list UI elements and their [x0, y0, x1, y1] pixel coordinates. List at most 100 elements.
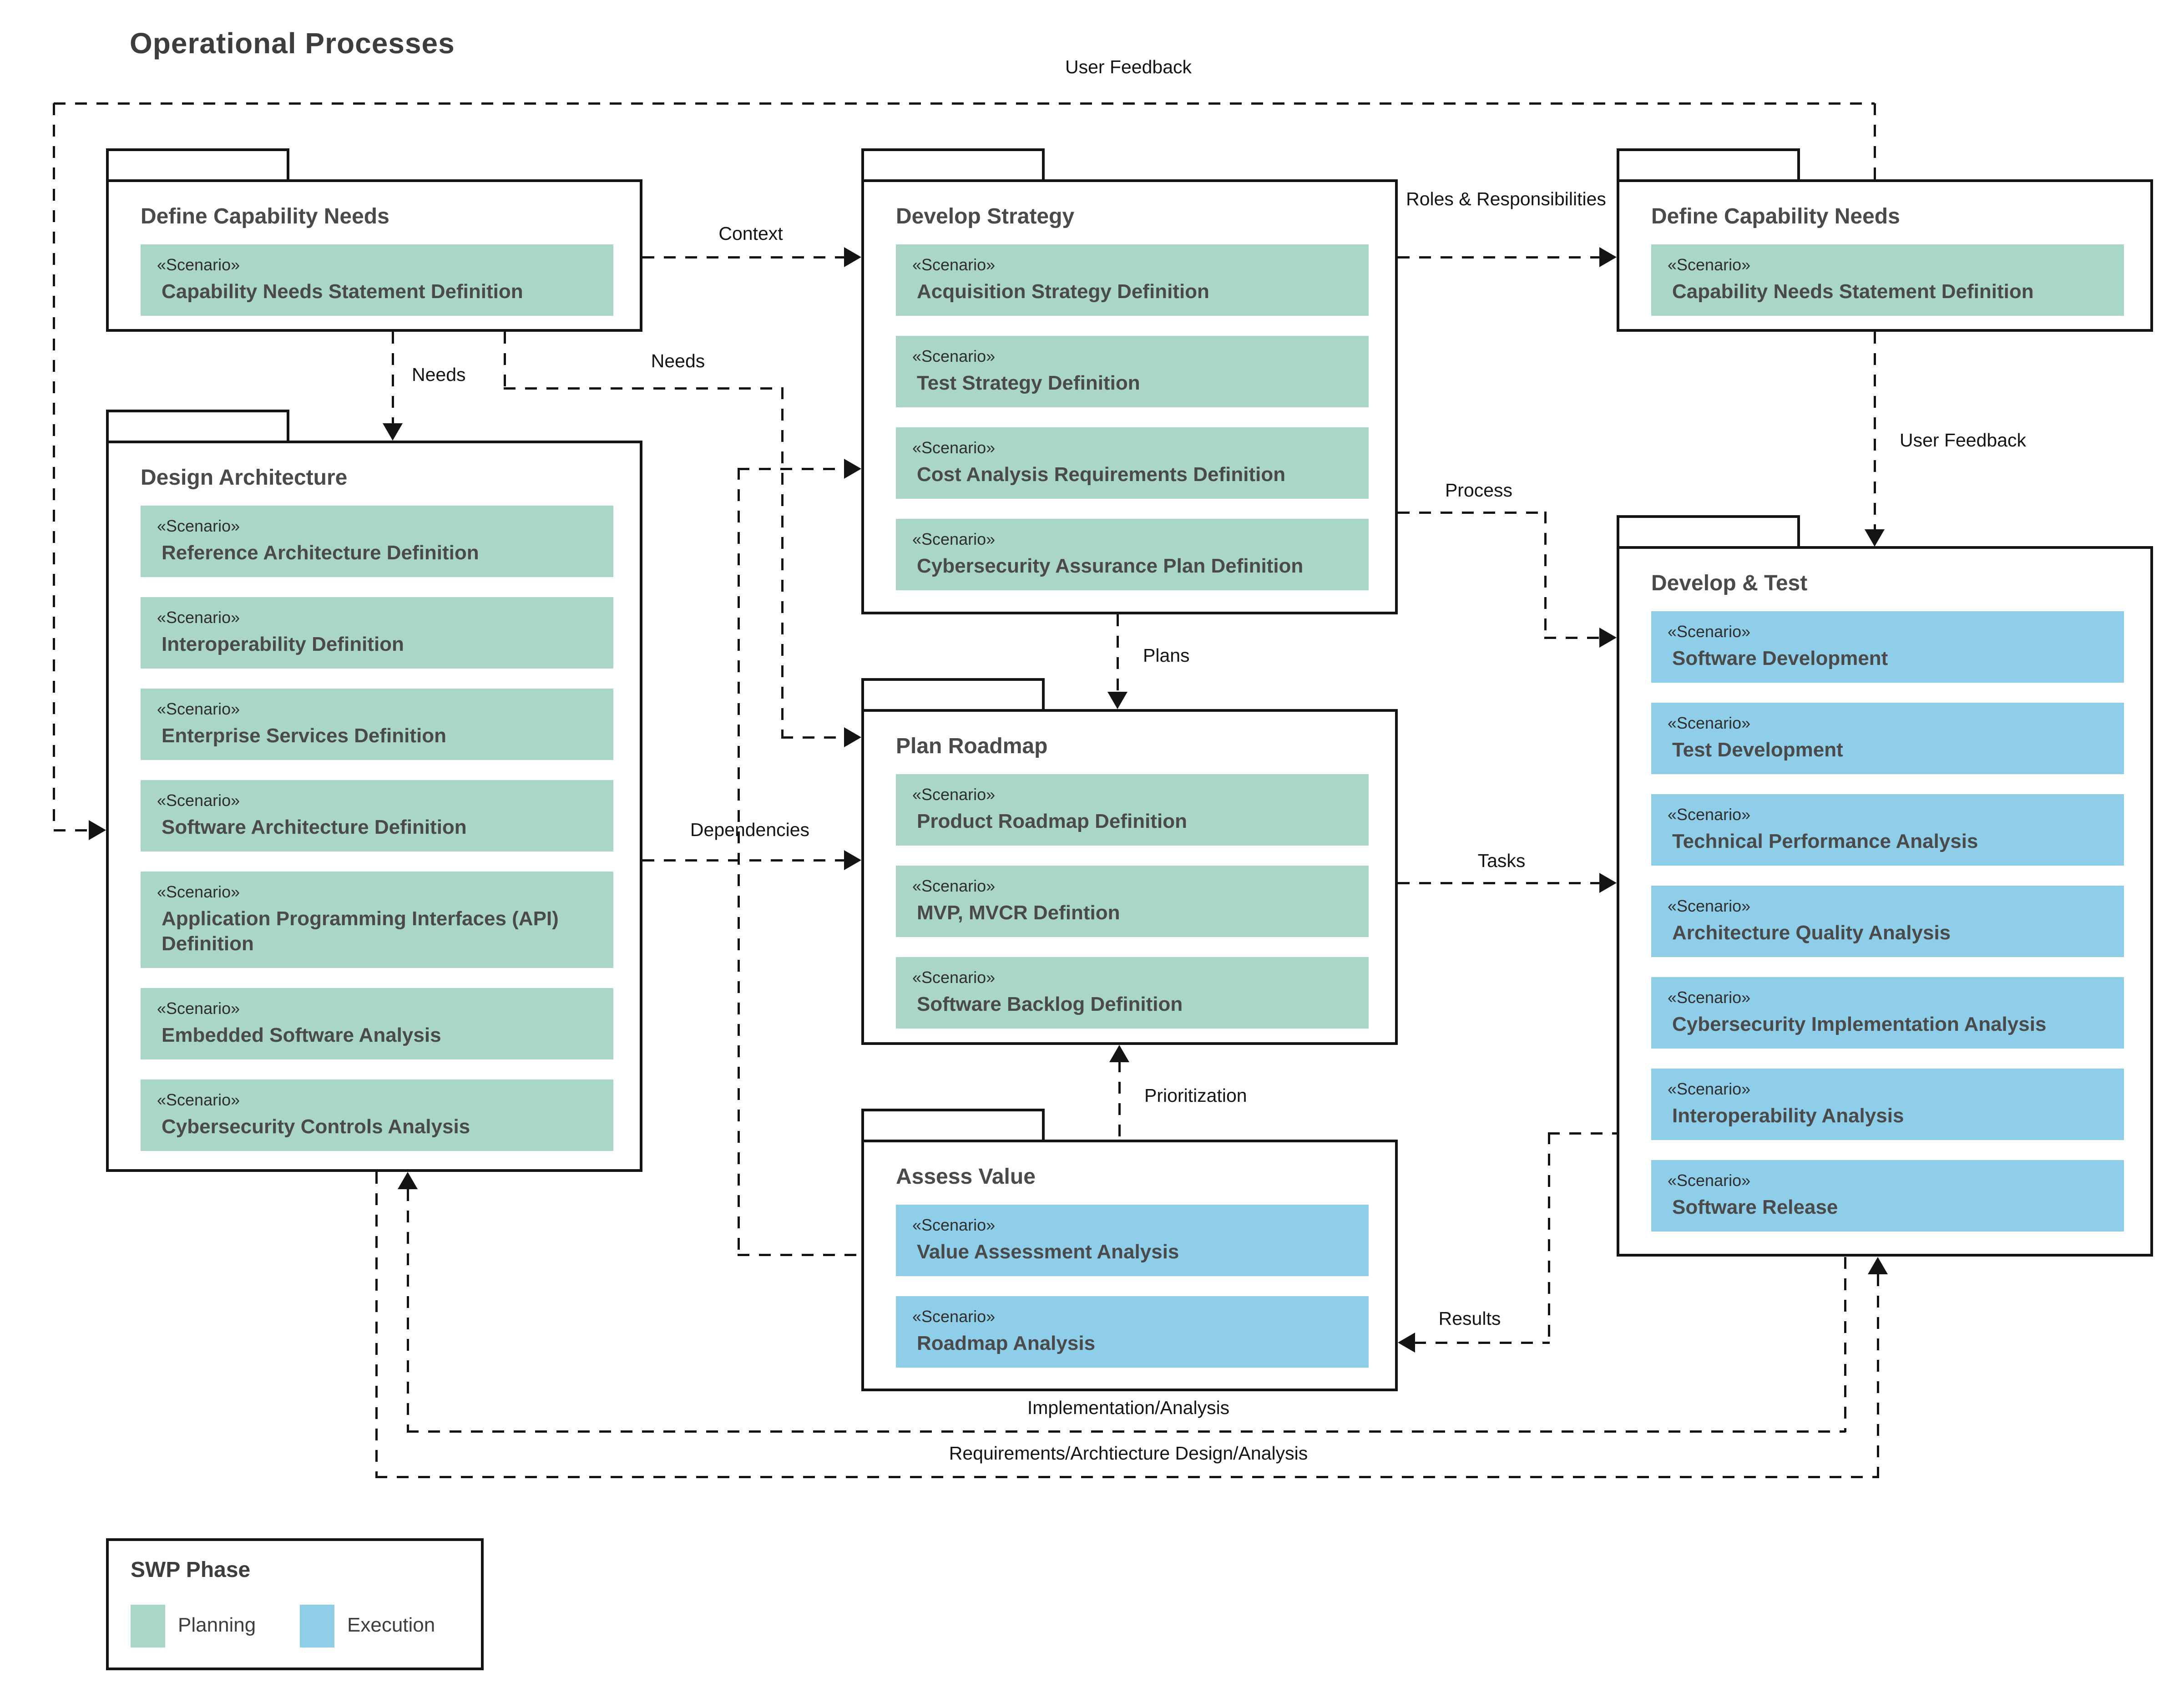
arrowhead [89, 820, 106, 840]
edge-assess-to-strategy-segment [738, 468, 740, 1255]
edge-process-segment [1544, 512, 1547, 638]
stereotype-label: «Scenario» [1668, 988, 1751, 1007]
stereotype-label: «Scenario» [912, 785, 996, 804]
package-design-architecture: Design Architecture «Scenario» Reference… [106, 410, 642, 1172]
edge-user-feedback-top-segment [53, 103, 55, 830]
package-body: Plan Roadmap «Scenario» Product Roadmap … [861, 709, 1398, 1045]
scenario-cost-analysis-requirements-definition: «Scenario» Cost Analysis Requirements De… [896, 427, 1369, 499]
scenario-name: Interoperability Analysis [1672, 1105, 1904, 1127]
legend-label-planning: Planning [178, 1614, 256, 1636]
package-body: Define Capability Needs «Scenario» Capab… [106, 179, 642, 332]
package-body: Design Architecture «Scenario» Reference… [106, 441, 642, 1172]
package-define-capability-needs-left: Define Capability Needs «Scenario» Capab… [106, 148, 642, 332]
edge-label-tasks: Tasks [1477, 850, 1526, 871]
stereotype-label: «Scenario» [912, 1216, 996, 1234]
stereotype-label: «Scenario» [912, 530, 996, 548]
edge-implementation-segment [1844, 1257, 1846, 1432]
scenario-name: Cybersecurity Implementation Analysis [1672, 1013, 2047, 1035]
package-title: Develop & Test [1651, 571, 1808, 595]
scenario-reference-architecture-definition: «Scenario» Reference Architecture Defini… [141, 506, 613, 577]
package-develop-and-test: Develop & Test «Scenario» Software Devel… [1617, 515, 2153, 1257]
edge-requirements-segment [375, 1172, 378, 1478]
stereotype-label: «Scenario» [1668, 897, 1751, 915]
arrowhead [1599, 873, 1617, 893]
scenario-enterprise-services-definition: «Scenario» Enterprise Services Definitio… [141, 689, 613, 760]
edge-needs-mid-segment [781, 736, 845, 739]
arrowhead [844, 459, 861, 479]
scenario-name: Test Development [1672, 739, 1843, 761]
package-assess-value: Assess Value «Scenario» Value Assessment… [861, 1109, 1398, 1391]
stereotype-label: «Scenario» [157, 608, 240, 627]
edge-requirements-segment [375, 1476, 1879, 1478]
arrowhead [1599, 628, 1617, 648]
scenario-name: MVP, MVCR Defintion [917, 902, 1120, 924]
edge-user-feedback-top-segment [1874, 103, 1876, 179]
edge-tasks-segment [1398, 882, 1600, 884]
scenario-cybersecurity-controls-analysis: «Scenario» Cybersecurity Controls Analys… [141, 1080, 613, 1151]
arrowhead [844, 850, 861, 870]
scenario-name: Value Assessment Analysis [917, 1241, 1179, 1263]
scenario-name: Application Programming Interfaces (API)… [162, 907, 559, 955]
stereotype-label: «Scenario» [912, 968, 996, 987]
edge-roles-segment [1398, 256, 1600, 259]
edge-label-needs-mid: Needs [651, 350, 705, 371]
scenario-test-development: «Scenario» Test Development [1651, 703, 2124, 774]
edge-implementation-segment [407, 1430, 1845, 1433]
scenario-roadmap-analysis: «Scenario» Roadmap Analysis [896, 1296, 1369, 1368]
legend-swatch-execution [300, 1605, 334, 1647]
scenario-cybersecurity-implementation-analysis: «Scenario» Cybersecurity Implementation … [1651, 977, 2124, 1049]
scenario-software-backlog-definition: «Scenario» Software Backlog Definition [896, 957, 1369, 1029]
legend-title: SWP Phase [131, 1558, 251, 1582]
scenario-architecture-quality-analysis: «Scenario» Architecture Quality Analysis [1651, 886, 2124, 957]
arrowhead [1599, 247, 1617, 267]
edge-label-needs-left: Needs [412, 364, 466, 385]
edge-label-prioritization: Prioritization [1144, 1085, 1247, 1106]
scenario-application-programming-interfaces-api-definition: «Scenario» Application Programming Inter… [141, 872, 613, 968]
scenario-name: Software Architecture Definition [162, 816, 467, 838]
scenario-name: Enterprise Services Definition [162, 725, 446, 747]
scenario-name: Embedded Software Analysis [162, 1024, 441, 1046]
edge-results-segment [1548, 1132, 1617, 1135]
arrowhead [1868, 1257, 1888, 1274]
scenario-embedded-software-analysis: «Scenario» Embedded Software Analysis [141, 988, 613, 1059]
edge-label-dependencies: Dependencies [690, 819, 810, 840]
scenario-name: Capability Needs Statement Definition [162, 280, 523, 303]
stereotype-label: «Scenario» [157, 255, 240, 274]
scenario-name: Cost Analysis Requirements Definition [917, 463, 1286, 486]
scenario-name: Interoperability Definition [162, 633, 404, 655]
arrowhead [383, 423, 403, 441]
scenario-name: Software Backlog Definition [917, 993, 1183, 1015]
scenario-interoperability-definition: «Scenario» Interoperability Definition [141, 597, 613, 669]
stereotype-label: «Scenario» [912, 1307, 996, 1326]
edge-assess-to-strategy-segment [738, 468, 845, 470]
package-title: Define Capability Needs [1651, 204, 1900, 228]
edge-label-context: Context [718, 223, 783, 244]
scenario-software-architecture-definition: «Scenario» Software Architecture Definit… [141, 780, 613, 852]
scenario-cybersecurity-assurance-plan-definition: «Scenario» Cybersecurity Assurance Plan … [896, 519, 1369, 590]
scenario-name: Software Development [1672, 647, 1888, 669]
package-tab [106, 410, 289, 441]
scenario-test-strategy-definition: «Scenario» Test Strategy Definition [896, 336, 1369, 407]
arrowhead [844, 727, 861, 747]
edge-user-feedback-top-segment [54, 829, 95, 831]
scenario-software-release: «Scenario» Software Release [1651, 1160, 2124, 1232]
stereotype-label: «Scenario» [157, 699, 240, 718]
package-body: Develop & Test «Scenario» Software Devel… [1617, 546, 2153, 1257]
edge-label-results: Results [1438, 1308, 1501, 1329]
scenario-name: Product Roadmap Definition [917, 810, 1187, 832]
stereotype-label: «Scenario» [1668, 1080, 1751, 1098]
scenario-capability-needs-statement-definition: «Scenario» Capability Needs Statement De… [141, 244, 613, 316]
diagram-title: Operational Processes [130, 27, 455, 60]
stereotype-label: «Scenario» [912, 255, 996, 274]
scenario-software-development: «Scenario» Software Development [1651, 611, 2124, 683]
package-body: Assess Value «Scenario» Value Assessment… [861, 1140, 1398, 1391]
legend: SWP Phase Planning Execution [106, 1538, 484, 1670]
scenario-name: Cybersecurity Controls Analysis [162, 1115, 470, 1138]
scenario-name: Architecture Quality Analysis [1672, 922, 1951, 944]
edge-label-process: Process [1445, 480, 1513, 501]
stereotype-label: «Scenario» [157, 999, 240, 1018]
package-title: Assess Value [896, 1165, 1036, 1189]
scenario-name: Capability Needs Statement Definition [1672, 280, 2034, 303]
edge-plans-segment [1117, 614, 1119, 694]
